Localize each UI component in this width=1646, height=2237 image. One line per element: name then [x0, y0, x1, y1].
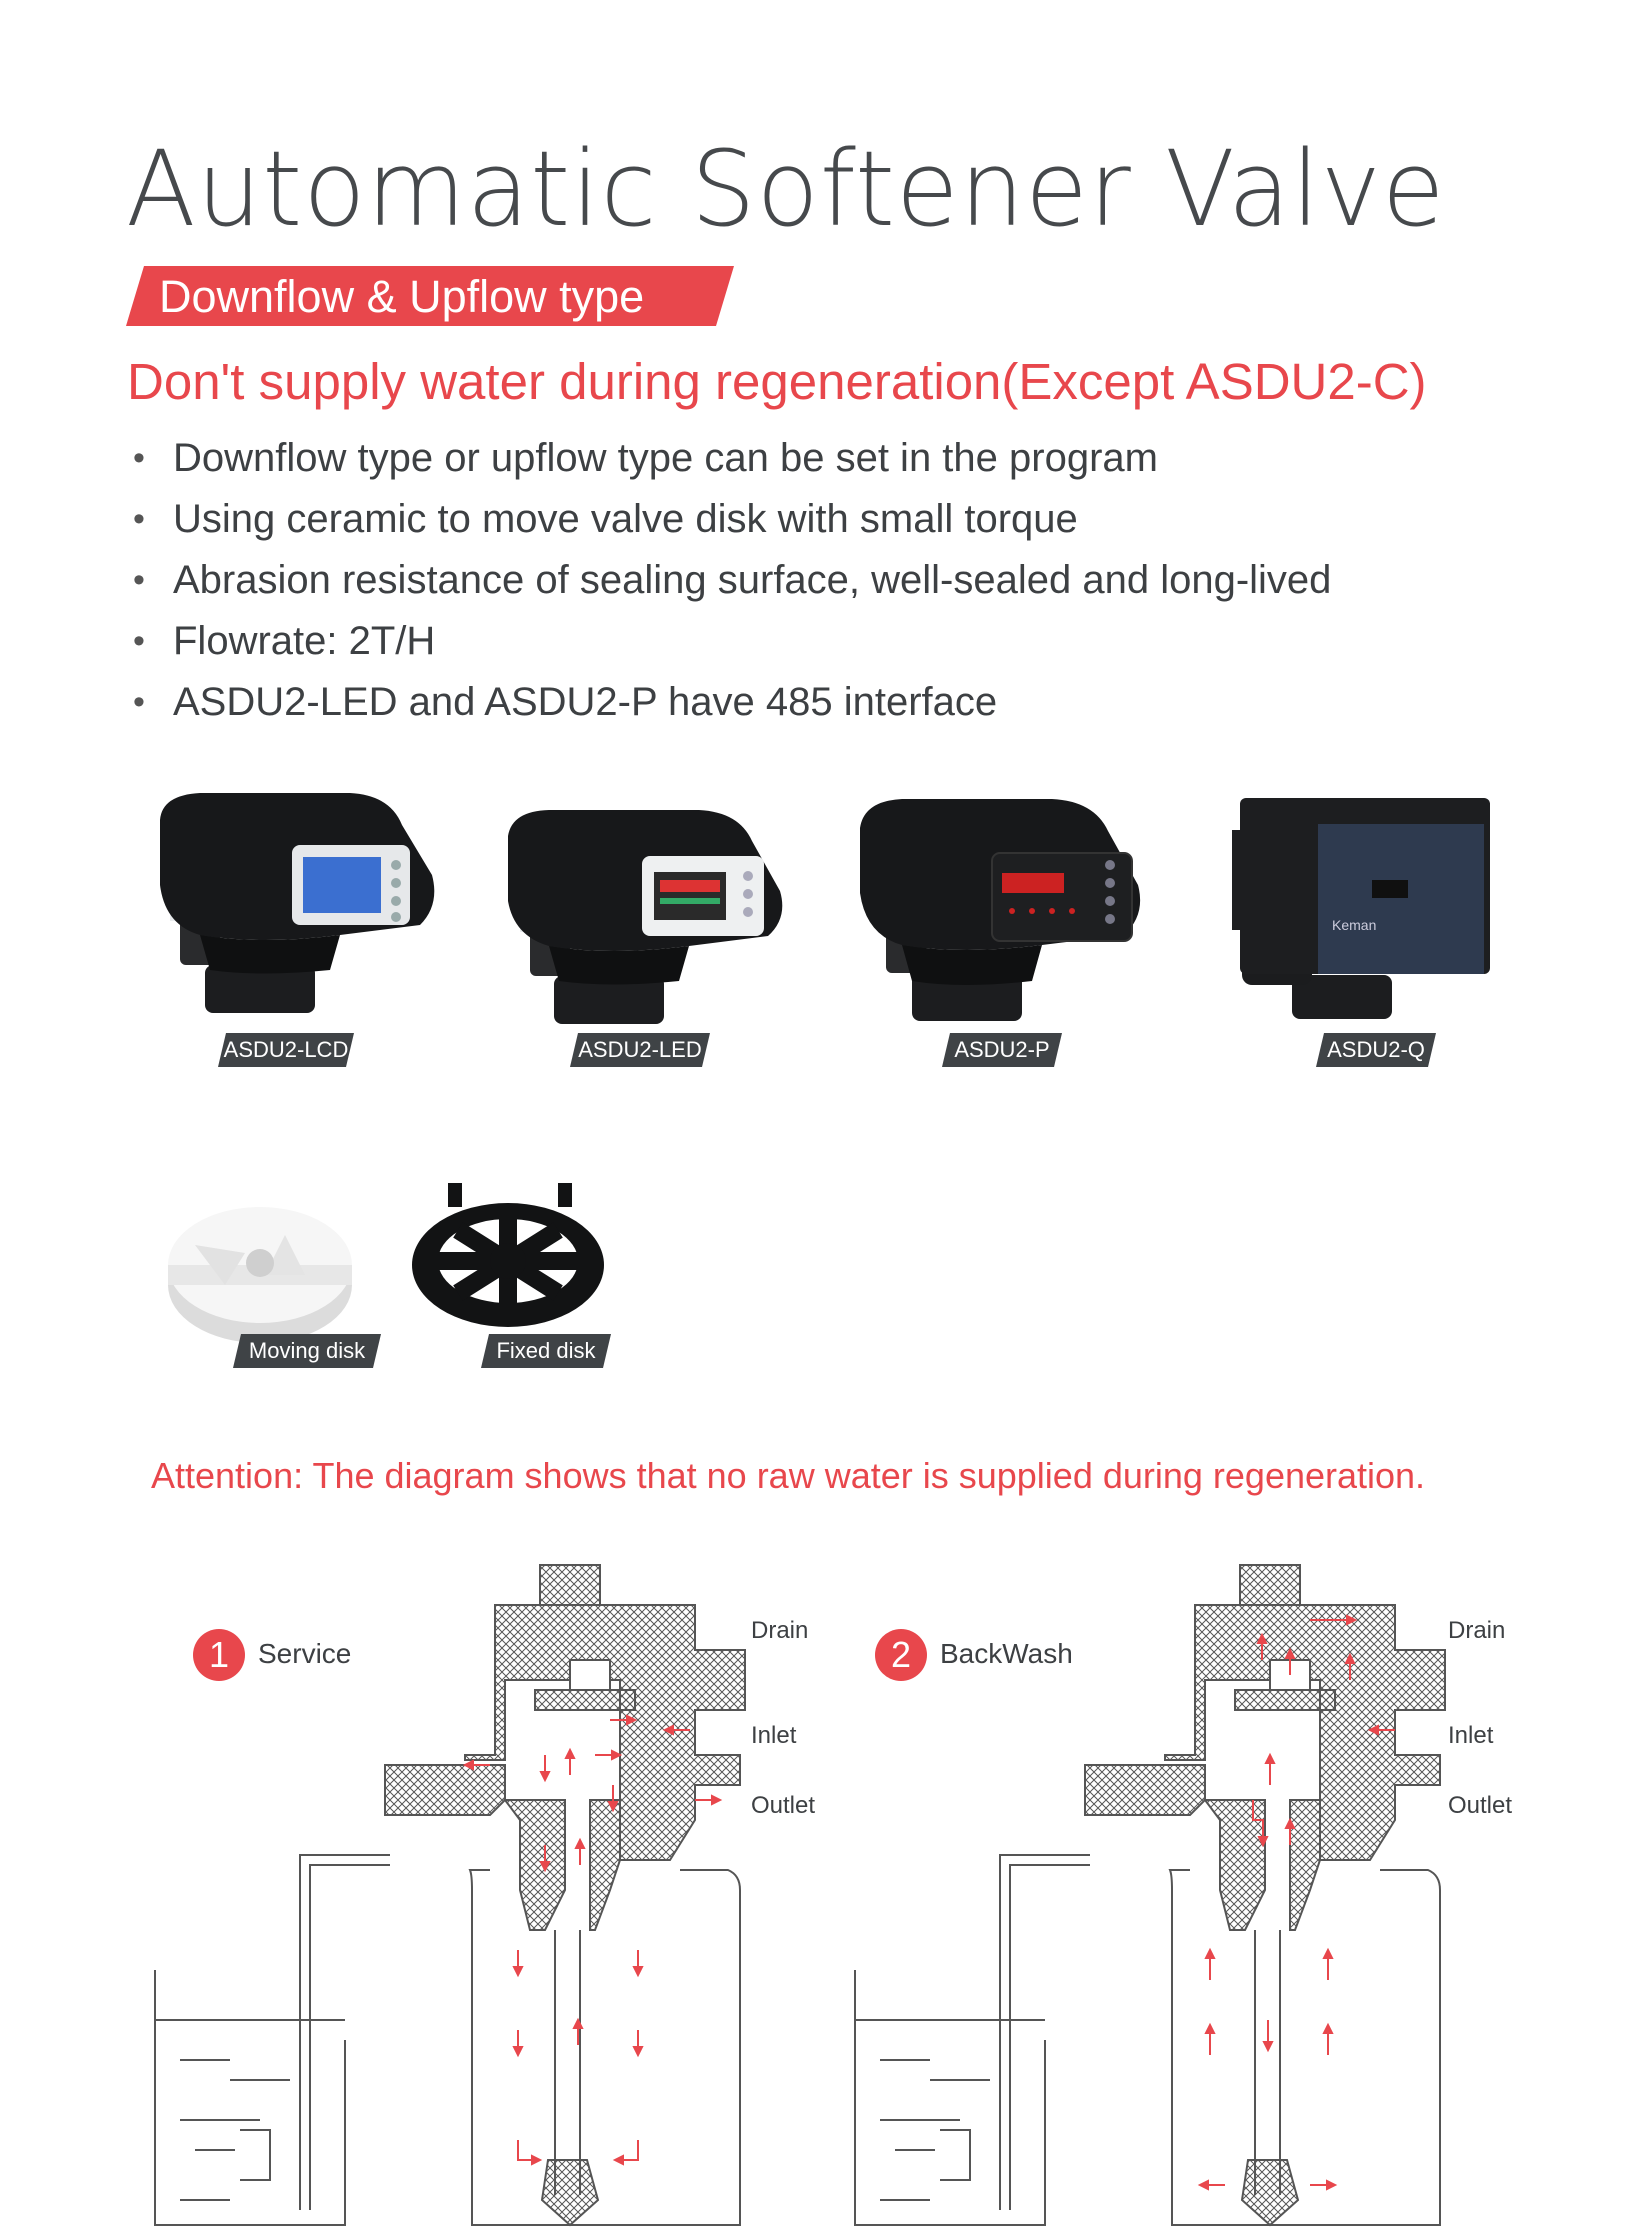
- product-label: ASDU2-Q: [1316, 1033, 1436, 1067]
- page-title: Automatic Softener Valve: [126, 128, 1446, 250]
- diagram-title: Service: [258, 1638, 352, 1669]
- subtitle: Don't supply water during regeneration(E…: [127, 353, 1427, 410]
- feature-list: Downflow type or upflow type can be set …: [133, 428, 1331, 733]
- step-number-badge: 2: [875, 1629, 927, 1681]
- product-asdu2-led-image: [494, 806, 794, 1036]
- attention-note: Attention: The diagram shows that no raw…: [151, 1455, 1426, 1496]
- drain-label: Drain: [751, 1617, 809, 1644]
- svg-text:Keman: Keman: [1332, 917, 1376, 933]
- inlet-label: Inlet: [751, 1722, 797, 1749]
- feature-item: Using ceramic to move valve disk with sm…: [133, 489, 1331, 550]
- inlet-label: Inlet: [1448, 1722, 1494, 1749]
- feature-item: Flowrate: 2T/H: [133, 611, 1331, 672]
- backwash-flow-diagram: [854, 1564, 1446, 2227]
- feature-item: Abrasion resistance of sealing surface, …: [133, 550, 1331, 611]
- disk-label: Fixed disk: [481, 1334, 611, 1368]
- product-label: ASDU2-P: [942, 1033, 1062, 1067]
- product-label: ASDU2-LED: [570, 1033, 710, 1067]
- fixed-disk-image: [408, 1175, 618, 1335]
- type-ribbon: Downflow & Upflow type: [126, 266, 734, 326]
- product-label: ASDU2-LCD: [218, 1033, 354, 1067]
- moving-disk-image: [155, 1175, 395, 1365]
- product-asdu2-q-image: Keman: [1232, 790, 1502, 1030]
- product-asdu2-p-image: [852, 793, 1152, 1033]
- outlet-label: Outlet: [1448, 1792, 1513, 1819]
- service-flow-diagram: [154, 1564, 746, 2227]
- step-number-badge: 1: [193, 1629, 245, 1681]
- diagram-title: BackWash: [940, 1638, 1073, 1669]
- drain-label: Drain: [1448, 1617, 1506, 1644]
- outlet-label: Outlet: [751, 1792, 816, 1819]
- feature-item: ASDU2-LED and ASDU2-P have 485 interface: [133, 672, 1331, 733]
- product-asdu2-lcd-image: [140, 785, 440, 1025]
- feature-item: Downflow type or upflow type can be set …: [133, 428, 1331, 489]
- ribbon-label: Downflow & Upflow type: [159, 271, 645, 322]
- disk-label: Moving disk: [233, 1334, 381, 1368]
